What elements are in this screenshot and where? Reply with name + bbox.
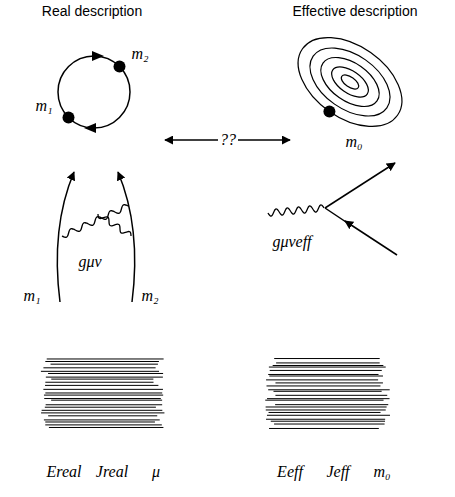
energy-level xyxy=(273,365,384,366)
energy-level xyxy=(49,427,164,428)
question-label: ?? xyxy=(218,131,238,149)
mass-label: m₂ xyxy=(129,45,150,63)
energy-level xyxy=(45,407,156,408)
quantity-label: Jeff xyxy=(324,463,351,481)
metric-label: gμν xyxy=(76,253,103,271)
energy-level xyxy=(269,376,383,377)
energy-level xyxy=(51,400,162,401)
energy-level xyxy=(267,385,381,386)
binary-orbit xyxy=(58,56,130,128)
energy-level xyxy=(274,358,379,359)
metric-label: gμνeff xyxy=(270,233,313,251)
energy-level xyxy=(45,361,159,362)
energy-level xyxy=(273,391,381,392)
energy-level xyxy=(269,412,381,413)
graviton-line xyxy=(268,205,324,216)
energy-level xyxy=(268,374,378,375)
energy-level xyxy=(265,400,383,401)
energy-level xyxy=(43,389,163,390)
energy-level xyxy=(269,428,379,429)
energy-level xyxy=(46,404,163,405)
energy-level xyxy=(43,367,155,368)
energy-level xyxy=(44,398,161,399)
energy-level xyxy=(46,377,163,378)
quantity-label: μ xyxy=(150,463,162,481)
quantity-label: Jreal xyxy=(94,463,130,481)
energy-level xyxy=(276,362,380,363)
mass-label: m₁ xyxy=(21,287,42,305)
energy-level xyxy=(45,424,162,425)
energy-level xyxy=(45,382,153,383)
quantity-label: Eeff xyxy=(275,463,305,481)
energy-level xyxy=(275,395,387,396)
energy-level xyxy=(266,409,386,410)
energy-level xyxy=(45,385,158,386)
energy-level xyxy=(51,364,158,365)
orbit-circle xyxy=(58,56,130,128)
energy-level xyxy=(271,421,385,422)
energy-level xyxy=(48,373,163,374)
quantity-label: Ereal xyxy=(45,463,84,481)
worldline xyxy=(325,163,395,208)
worldline xyxy=(345,221,397,255)
energy-level xyxy=(275,404,388,405)
energy-level xyxy=(47,358,164,359)
energy-level xyxy=(266,419,385,420)
energy-level xyxy=(44,419,160,420)
energy-level xyxy=(51,379,153,380)
energy-level xyxy=(269,367,386,368)
energy-level xyxy=(41,371,159,372)
mass-label: m₀ xyxy=(343,133,364,151)
energy-level xyxy=(267,415,390,416)
mass-dot xyxy=(323,106,335,118)
energy-levels xyxy=(41,359,390,429)
energy-level xyxy=(41,412,164,413)
mass-dot xyxy=(114,61,126,73)
mass-label: m₂ xyxy=(139,287,160,305)
worldline xyxy=(118,172,135,302)
orbit-arrow xyxy=(92,51,104,61)
graviton-line xyxy=(62,205,128,238)
mass-label: m₁ xyxy=(33,97,54,115)
quantity-label: m₀ xyxy=(371,463,392,481)
energy-level xyxy=(266,379,378,380)
energy-level xyxy=(270,370,382,371)
worldline xyxy=(325,208,346,222)
mass-dot xyxy=(63,112,75,124)
potential-contours xyxy=(282,19,418,145)
energy-level xyxy=(45,421,155,422)
energy-level xyxy=(267,398,390,399)
energy-level xyxy=(266,406,387,407)
energy-level xyxy=(48,415,157,416)
heading: Effective description xyxy=(292,4,417,19)
heading: Real description xyxy=(42,4,142,19)
energy-level xyxy=(268,389,390,390)
energy-level xyxy=(275,382,382,383)
energy-level xyxy=(45,392,162,393)
energy-level xyxy=(44,395,163,396)
energy-level xyxy=(274,424,385,425)
orbit-arrow xyxy=(84,123,96,133)
energy-level xyxy=(42,410,163,411)
graviton-line xyxy=(98,214,131,236)
